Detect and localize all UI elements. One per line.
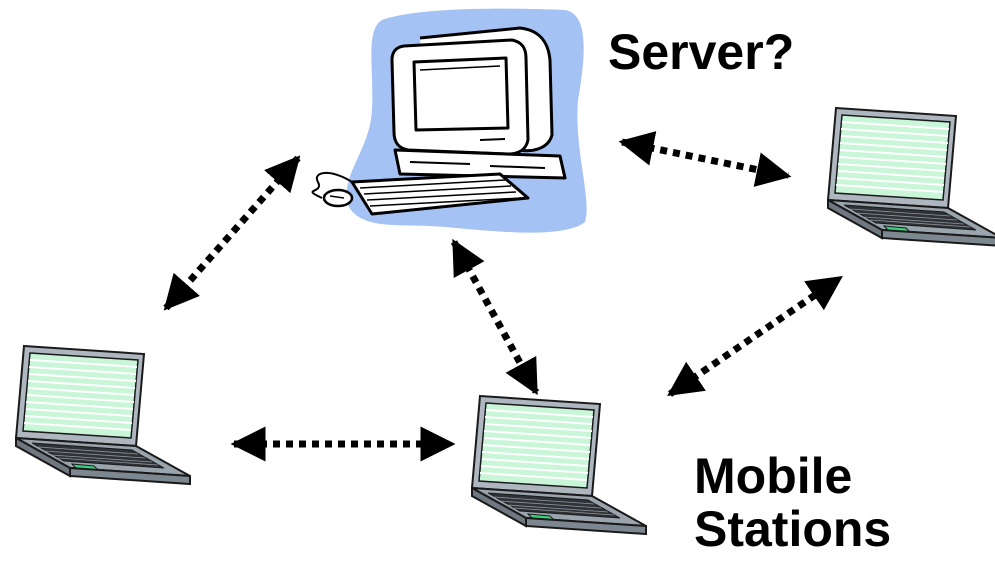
server-node	[311, 8, 587, 233]
link-server-laptop-left	[163, 155, 301, 311]
link-server-laptop-right	[618, 131, 792, 187]
laptop-icon	[471, 395, 647, 535]
mobile-stations-label-line1: Mobile	[694, 448, 853, 504]
laptop-left-node	[15, 345, 191, 485]
mobile-stations-label: Mobile Stations	[694, 450, 891, 555]
laptop-icon	[15, 345, 191, 485]
mobile-stations-label-line2: Stations	[694, 500, 892, 557]
link-server-laptop-bottom	[450, 238, 540, 396]
laptop-icon	[827, 107, 995, 247]
desktop-computer-icon	[311, 26, 567, 216]
link-laptop-bottom-laptop-right	[667, 275, 843, 397]
laptop-bottom-node	[471, 395, 647, 535]
laptop-right-node	[827, 107, 995, 247]
server-label: Server?	[608, 24, 795, 80]
